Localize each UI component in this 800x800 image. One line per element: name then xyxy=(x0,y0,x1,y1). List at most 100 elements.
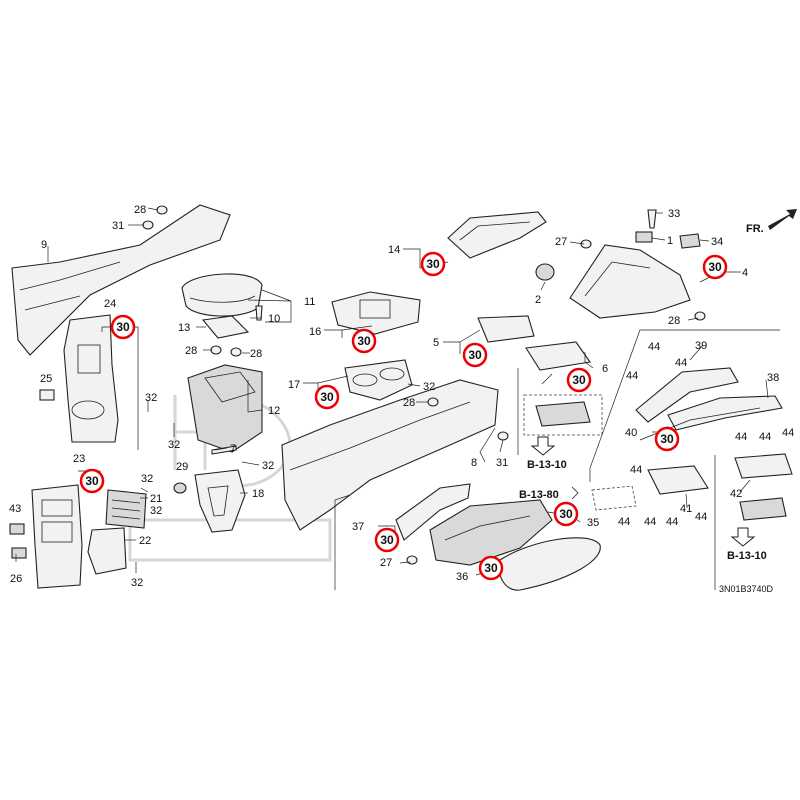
part-33-screw xyxy=(647,209,657,229)
svg-text:30: 30 xyxy=(468,348,482,362)
part-42-frame xyxy=(734,453,793,479)
part-22-pocket xyxy=(87,527,127,575)
label-14: 14 xyxy=(388,244,400,256)
label-44: 44 xyxy=(648,341,660,353)
callout-30-d: 30 xyxy=(351,328,377,354)
part-27-clip-b xyxy=(406,555,418,565)
part-5-garnish xyxy=(477,315,535,343)
part-31-screw-b xyxy=(497,431,509,441)
callout-30-b: 30 xyxy=(79,468,105,494)
part-25-cap xyxy=(39,389,55,401)
label-8: 8 xyxy=(471,457,477,469)
callout-30-l: 30 xyxy=(478,555,504,581)
part-10-screw xyxy=(255,305,263,321)
svg-text:B-13-80: B-13-80 xyxy=(519,489,559,501)
label-28: 28 xyxy=(403,397,415,409)
svg-text:30: 30 xyxy=(708,260,722,274)
label-33: 33 xyxy=(668,208,680,220)
label-29: 29 xyxy=(176,461,188,473)
label-44: 44 xyxy=(666,516,678,528)
part-9-side-panel xyxy=(11,204,231,356)
direction-label: FR. xyxy=(746,223,764,235)
part-18-bracket xyxy=(194,469,246,533)
label-23: 23 xyxy=(73,453,85,465)
label-44: 44 xyxy=(695,511,707,523)
label-39: 39 xyxy=(695,340,707,352)
down-arrow-icon xyxy=(730,527,756,547)
label-32: 32 xyxy=(150,505,162,517)
module-unit-left xyxy=(523,394,603,436)
down-arrow-icon xyxy=(530,436,556,456)
svg-text:B-13-10: B-13-10 xyxy=(527,459,567,471)
label-28: 28 xyxy=(668,315,680,327)
part-35-lower-bracket xyxy=(429,499,553,566)
part-27-clip-a xyxy=(580,239,592,249)
label-37: 37 xyxy=(352,521,364,533)
part-1-switch xyxy=(635,231,653,243)
label-1: 1 xyxy=(667,235,673,247)
label-32: 32 xyxy=(131,577,143,589)
part-21-vent xyxy=(105,489,147,529)
label-35: 35 xyxy=(587,517,599,529)
label-10: 10 xyxy=(268,313,280,325)
right-arrow-icon xyxy=(571,486,579,500)
label-18: 18 xyxy=(252,488,264,500)
label-25: 25 xyxy=(40,373,52,385)
label-12: 12 xyxy=(268,405,280,417)
label-42: 42 xyxy=(730,488,742,500)
label-36: 36 xyxy=(456,571,468,583)
part-labels: 9 28 31 11 10 13 24 28 28 25 32 12 32 7 … xyxy=(9,204,794,589)
part-14-trim-frame xyxy=(447,211,547,259)
callout-30-f: 30 xyxy=(462,342,488,368)
label-2: 2 xyxy=(535,294,541,306)
part-11-armrest-lid xyxy=(181,273,263,317)
label-21: 21 xyxy=(150,493,162,505)
part-29-grommet xyxy=(173,482,187,494)
bracket-dashed xyxy=(591,485,637,511)
part-6-panel xyxy=(525,341,591,371)
svg-text:30: 30 xyxy=(85,474,99,488)
label-34: 34 xyxy=(711,236,723,248)
part-4-upper-panel xyxy=(569,244,691,319)
svg-text:30: 30 xyxy=(320,390,334,404)
callout-30-h: 30 xyxy=(702,254,728,280)
svg-text:30: 30 xyxy=(484,561,498,575)
part-36-armrest-pad xyxy=(498,537,601,591)
label-16: 16 xyxy=(309,326,321,338)
part-13-pad xyxy=(201,315,250,339)
label-32: 32 xyxy=(262,460,274,472)
label-31: 31 xyxy=(496,457,508,469)
label-41: 41 xyxy=(680,503,692,515)
part-28-clip-d xyxy=(427,397,439,407)
front-direction-arrow: FR. xyxy=(746,209,797,235)
callout-30-j: 30 xyxy=(553,501,579,527)
part-8-console-panel xyxy=(281,379,499,531)
label-43: 43 xyxy=(9,503,21,515)
part-34-connector xyxy=(679,233,701,249)
part-28-clip-b xyxy=(210,345,222,355)
label-22: 22 xyxy=(139,535,151,547)
label-44: 44 xyxy=(630,464,642,476)
callout-30-g: 30 xyxy=(566,367,592,393)
svg-text:30: 30 xyxy=(426,257,440,271)
label-9: 9 xyxy=(41,239,47,251)
module-unit-right xyxy=(739,497,787,521)
label-27: 27 xyxy=(380,557,392,569)
label-44: 44 xyxy=(644,516,656,528)
label-44: 44 xyxy=(626,370,638,382)
frame-right xyxy=(589,329,780,482)
label-31: 31 xyxy=(112,220,124,232)
svg-text:30: 30 xyxy=(357,334,371,348)
label-28: 28 xyxy=(134,204,146,216)
label-32: 32 xyxy=(141,473,153,485)
part-43-clip xyxy=(9,523,25,535)
label-24: 24 xyxy=(104,298,116,310)
label-32: 32 xyxy=(423,381,435,393)
label-40: 40 xyxy=(625,427,637,439)
callout-30-c: 30 xyxy=(420,251,446,277)
part-39-trim xyxy=(635,367,739,423)
part-23-lower-cup-holder xyxy=(31,484,83,589)
label-13: 13 xyxy=(178,322,190,334)
label-32: 32 xyxy=(145,392,157,404)
